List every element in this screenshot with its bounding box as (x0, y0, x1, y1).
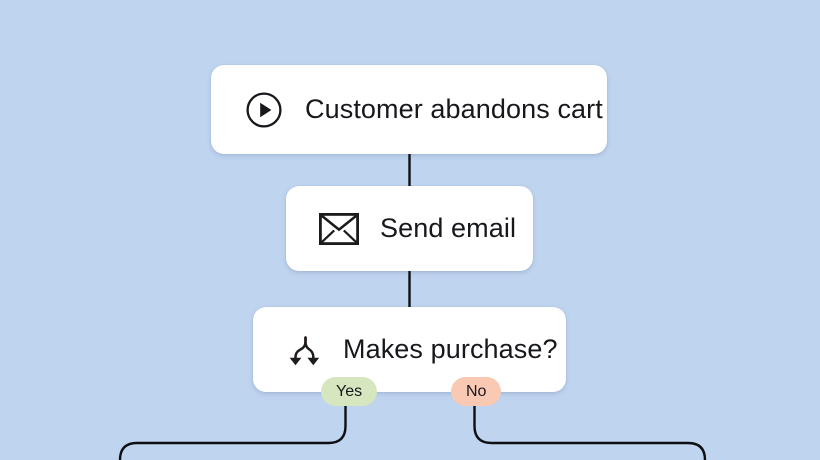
flow-node-trigger[interactable]: Customer abandons cart (211, 65, 607, 154)
flow-node-action[interactable]: Send email (286, 186, 533, 271)
play-circle-icon (245, 91, 283, 129)
flow-node-trigger-label: Customer abandons cart (305, 94, 603, 124)
branch-badge-yes[interactable]: Yes (321, 377, 378, 406)
branch-badge-no[interactable]: No (451, 377, 502, 406)
branch-badge-no-label: No (466, 382, 487, 400)
flow-node-condition-label: Makes purchase? (343, 334, 558, 364)
branch-badge-yes-label: Yes (336, 382, 363, 400)
edge-no-branch (473, 406, 707, 460)
branch-split-icon (283, 331, 321, 369)
flow-node-condition[interactable]: Makes purchase? (253, 307, 566, 392)
edge-yes-branch (118, 406, 347, 460)
flow-node-action-label: Send email (380, 213, 517, 243)
envelope-icon (319, 212, 359, 245)
